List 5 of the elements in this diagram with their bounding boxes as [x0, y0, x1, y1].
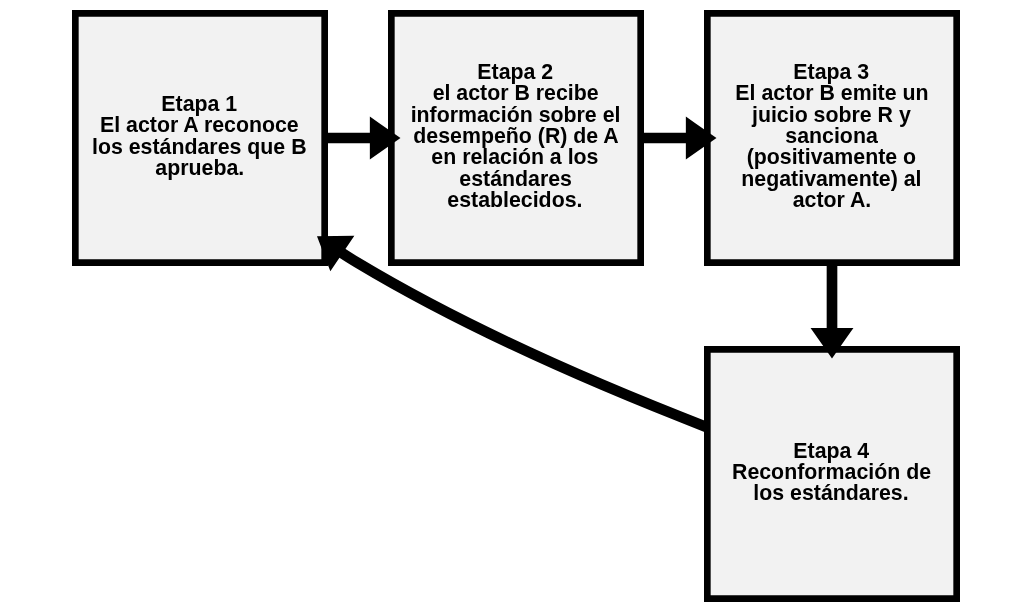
arrow	[810, 263, 853, 359]
node-box: Etapa 4 Reconformación de los estándares.	[703, 346, 960, 602]
node-box: Etapa 2 el actor B recibe información sobre el desempeño (R) de A en relación a los estándares establecidos.	[387, 10, 644, 266]
node-box: Etapa 1 El actor A reconoce los estándares que B aprueba.	[71, 10, 328, 266]
node-box: Etapa 3 El actor B emite un juicio sobre R y sanciona (positivamente o negativamente) al actor A.	[703, 10, 960, 266]
